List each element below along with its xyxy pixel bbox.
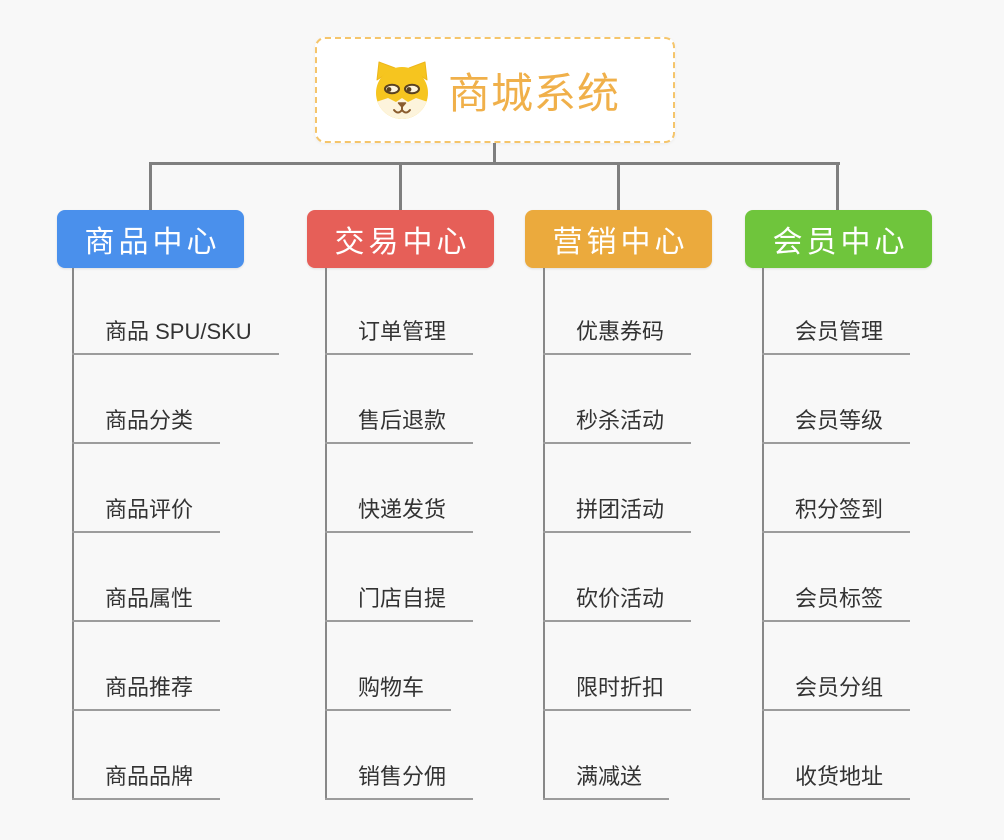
branch-label: 交易中心 (334, 226, 471, 259)
branch-label: 营销中心 (552, 226, 689, 259)
spine-trade (325, 268, 327, 800)
connector-drop-product (149, 164, 152, 210)
item-label: 商品属性 (72, 581, 221, 622)
item-label: 拼团活动 (543, 492, 692, 533)
item-label: 商品 SPU/SKU (72, 314, 279, 355)
item-label: 商品推荐 (72, 670, 221, 711)
item-label: 商品评价 (72, 492, 221, 533)
connector-drop-member (836, 164, 839, 210)
item-label: 快递发货 (325, 492, 474, 533)
item-label: 限时折扣 (543, 670, 692, 711)
connector-drop-trade (399, 164, 402, 210)
item-label: 商品分类 (72, 403, 221, 444)
root-node[interactable]: 商城系统 (315, 37, 675, 143)
item-label: 售后退款 (325, 403, 474, 444)
item-label: 会员分组 (762, 670, 911, 711)
spine-product (72, 268, 74, 800)
item-label: 秒杀活动 (543, 403, 692, 444)
item-label: 购物车 (325, 670, 452, 711)
item-label: 订单管理 (325, 314, 474, 355)
connector-root-drop (493, 143, 496, 164)
item-label: 会员等级 (762, 403, 911, 444)
spine-marketing (543, 268, 545, 800)
branch-member-center[interactable]: 会员中心 (745, 210, 932, 268)
branch-trade-center[interactable]: 交易中心 (307, 210, 494, 268)
item-label: 门店自提 (325, 581, 474, 622)
item-label: 收货地址 (762, 759, 911, 800)
item-label: 会员标签 (762, 581, 911, 622)
connector-horizontal (149, 162, 840, 165)
item-label: 满减送 (543, 759, 670, 800)
branch-product-center[interactable]: 商品中心 (57, 210, 244, 268)
spine-member (762, 268, 764, 800)
item-label: 商品品牌 (72, 759, 221, 800)
item-label: 销售分佣 (325, 759, 474, 800)
item-label: 优惠券码 (543, 314, 692, 355)
item-label: 会员管理 (762, 314, 911, 355)
item-label: 积分签到 (762, 492, 911, 533)
item-label: 砍价活动 (543, 581, 692, 622)
branch-marketing-center[interactable]: 营销中心 (525, 210, 712, 268)
branch-label: 会员中心 (772, 226, 909, 259)
dog-face-icon (375, 61, 428, 119)
branch-label: 商品中心 (84, 226, 221, 259)
connector-drop-marketing (617, 164, 620, 210)
root-title: 商城系统 (447, 69, 620, 117)
